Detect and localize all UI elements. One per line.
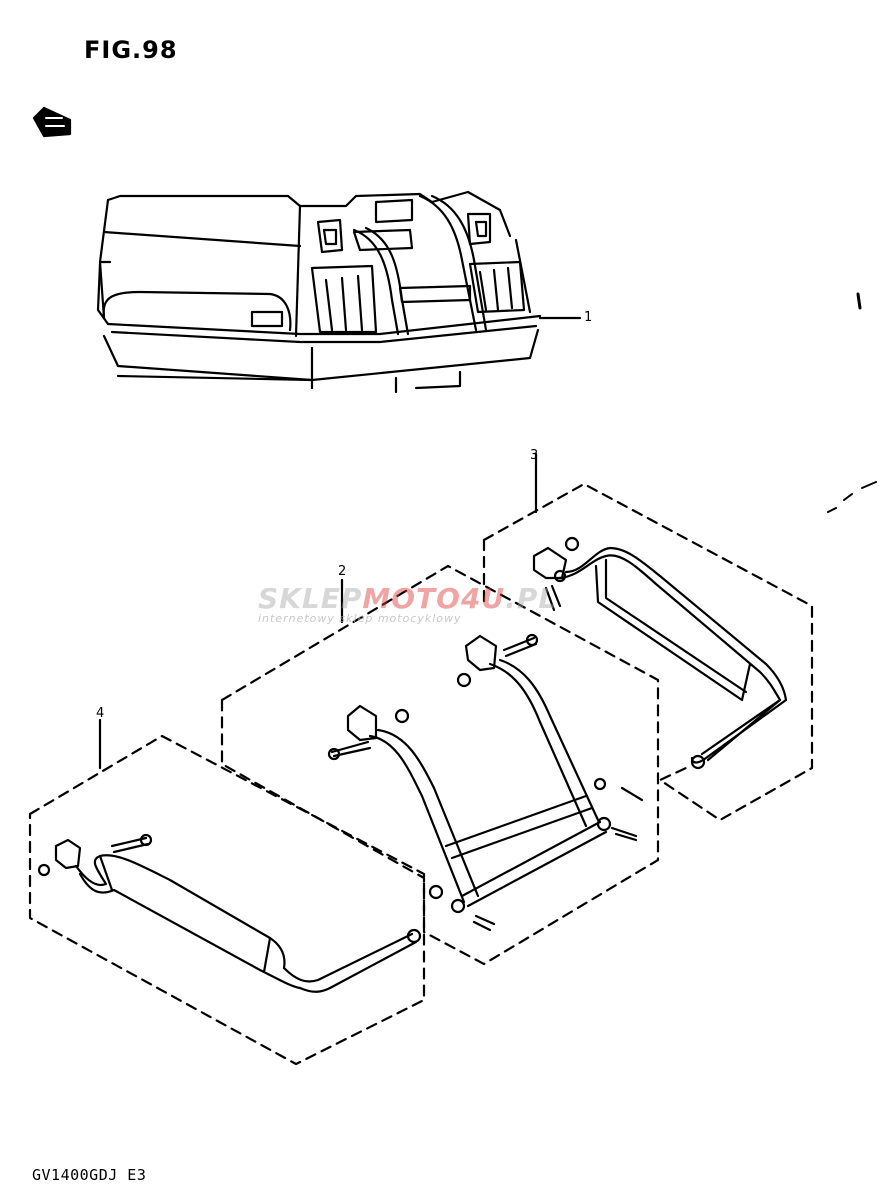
stray-mark [827,481,877,513]
watermark-part-2: MOTO [362,582,461,615]
item-4-group [28,718,426,1066]
saddlebag-assembly-illustration [96,190,542,394]
watermark-brand: SKLEPMOTO4U.PL [258,582,618,615]
figure-title: FIG.98 [84,36,178,64]
item-2-group [220,564,660,966]
callout-2: 2 [338,564,347,579]
watermark-part-3: 4U [460,582,506,615]
callout-1: 1 [584,310,593,325]
front-direction-arrow-icon [32,106,72,138]
callout-4: 4 [96,706,105,721]
watermark-part-1: SKLEP [258,582,363,615]
watermark-tagline: internetowy sklep motocyklowy [258,612,462,625]
item-3-group [482,452,814,822]
stray-mark [856,292,862,310]
watermark-part-4: .PL [505,582,558,615]
callout-3: 3 [530,448,539,463]
model-code: GV1400GDJ E3 [32,1166,147,1184]
